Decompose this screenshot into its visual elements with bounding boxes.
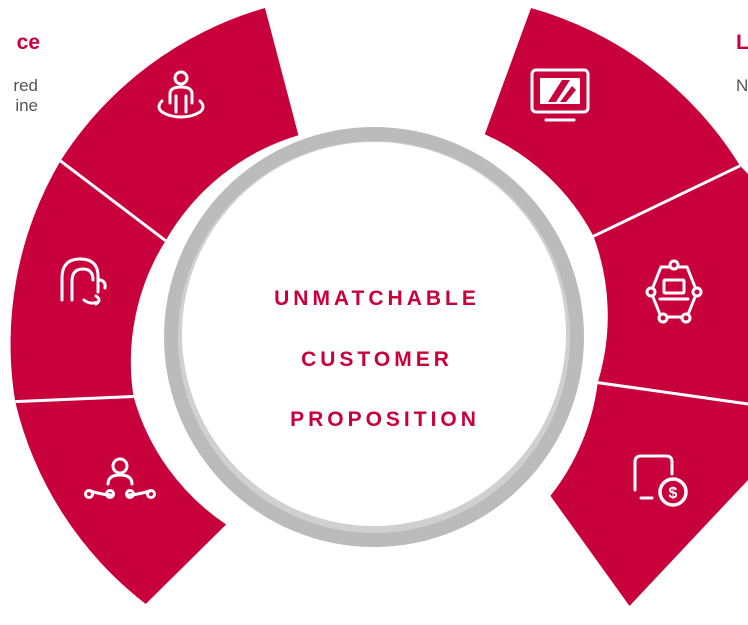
right-note-line1: N	[736, 75, 748, 96]
center-title-line3: PROPOSITION	[290, 408, 480, 431]
svg-text:$: $	[669, 485, 678, 502]
left-note-line1: red	[13, 75, 38, 96]
right-bottom-segment	[550, 383, 748, 606]
center-disc	[182, 142, 566, 526]
left-note-title: ce	[17, 31, 40, 55]
right-note-title: L	[736, 31, 748, 55]
center-title-line2: CUSTOMER	[301, 348, 453, 371]
left-note-line2: ine	[15, 95, 38, 116]
center-title-line1: UNMATCHABLE	[274, 287, 480, 310]
